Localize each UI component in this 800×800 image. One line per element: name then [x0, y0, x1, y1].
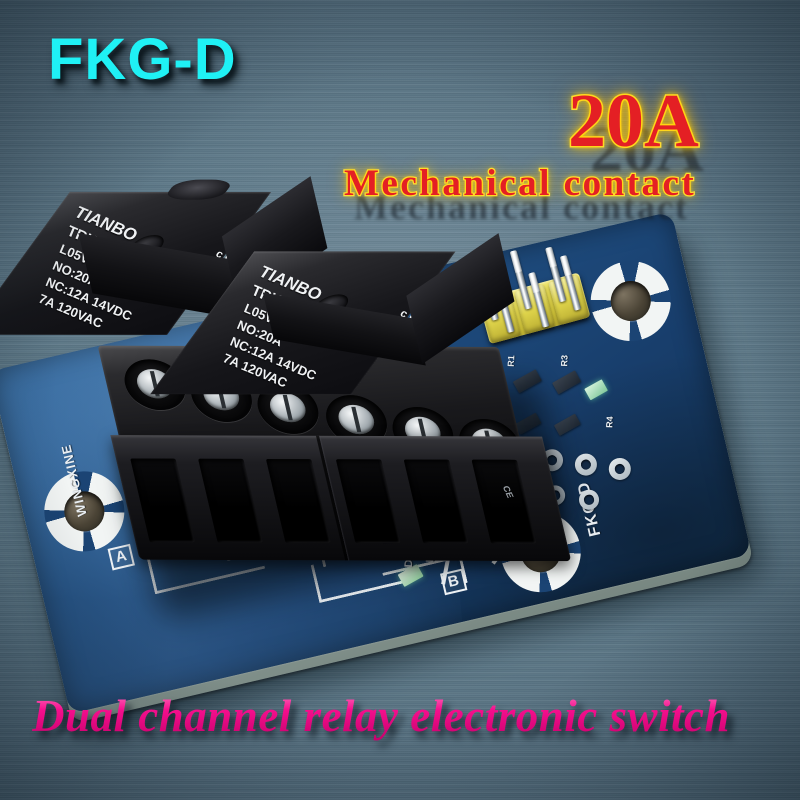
vignette	[0, 0, 800, 800]
product-image: WINGXINE FKG-D A B	[0, 0, 800, 800]
